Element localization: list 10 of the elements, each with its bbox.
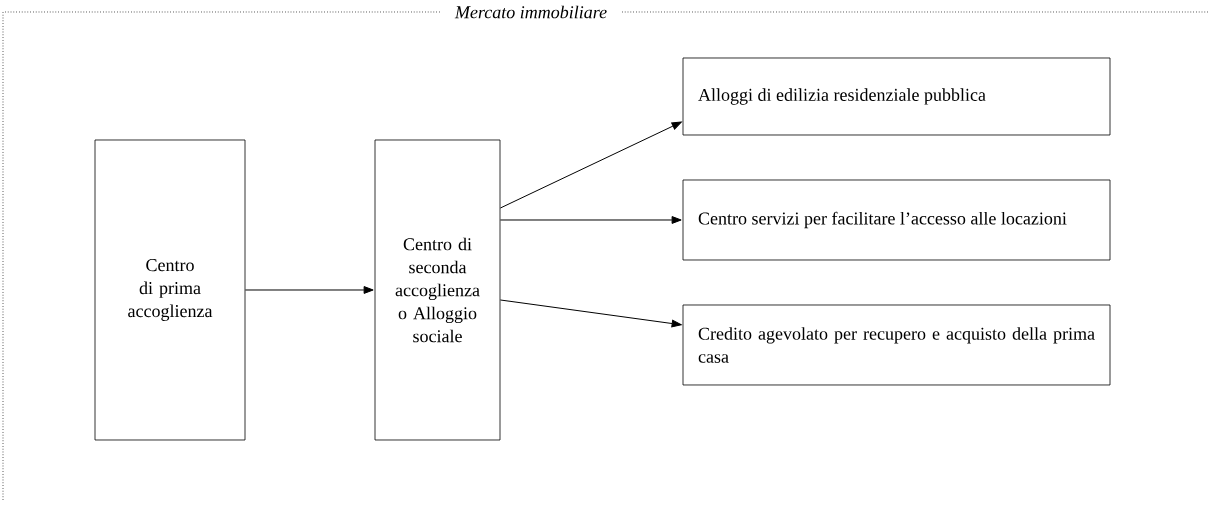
process-box: Centro servizi per facilitare l’accesso alle locazioni [682,179,1111,261]
arrow [499,121,682,209]
arrow [244,286,374,294]
process-box: Centro di seconda accoglienza o Alloggio sociale [374,139,501,441]
process-box: Centro di prima accoglienza [94,139,246,441]
title: Mercato immobiliare [454,5,607,19]
arrow [499,299,682,328]
process-box: Alloggi di edilizia residenziale pubblica [682,57,1111,136]
process-box: Credito agevolato per recupero e acquisto della prima casa [682,304,1111,386]
arrow [499,216,682,224]
